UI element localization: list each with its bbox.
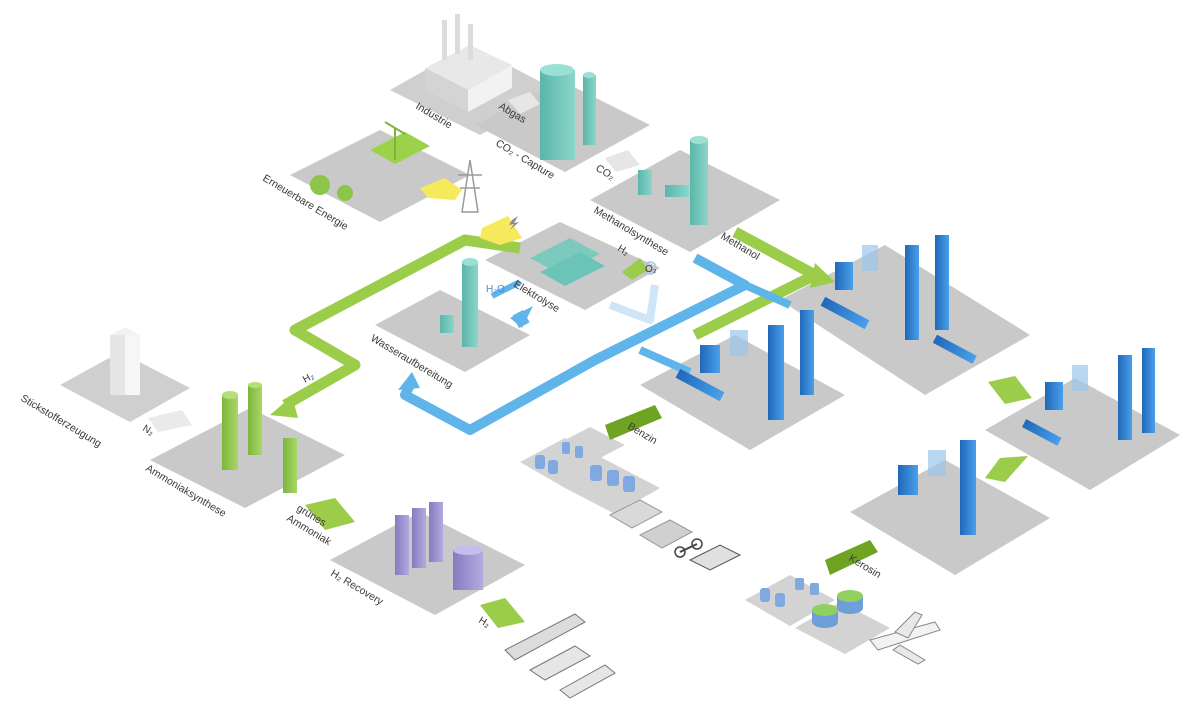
truck-icon (529, 645, 591, 681)
flow-methanol (692, 227, 835, 340)
flow-benzin-out (605, 405, 662, 440)
lightning-icon (509, 216, 519, 230)
refinery-unit-4-icon (898, 440, 976, 535)
flow-h2-out (480, 598, 525, 628)
ammonia-synthesis-equipment-icon (222, 382, 297, 493)
nitrogen-unit-icon (110, 327, 140, 395)
kerosin-storage-tanks-icon (760, 578, 863, 628)
label-o2: O₂ (645, 264, 657, 275)
flow-n2-arrow (148, 410, 192, 432)
factory-icon (425, 14, 512, 112)
car-icon (608, 499, 664, 529)
race-car-icon (688, 544, 742, 571)
platform-ammoniaksynthese (150, 408, 345, 508)
h2-recovery-equipment-icon (395, 502, 483, 590)
water-treatment-tower-icon (440, 258, 478, 347)
convertible-icon (638, 519, 694, 549)
label-h2-ammonia: H₂ (301, 371, 316, 386)
refinery-unit-2-icon (820, 235, 977, 364)
flow-ammonia-out (305, 498, 355, 530)
renewable-energy-icon (310, 121, 430, 201)
platform-benzin-storage (520, 427, 660, 514)
methanolsynthese-equipment-icon (638, 136, 708, 225)
flow-abgas-arrow (508, 92, 540, 114)
motorcycle-icon (674, 538, 703, 558)
power-pylon-icon (458, 159, 482, 213)
benzin-storage-tanks-icon (535, 442, 635, 492)
platform-refinery-1 (640, 335, 845, 450)
label-h2-out: H₂ (476, 615, 491, 630)
flow-refinery-3-4 (985, 456, 1028, 482)
platform-refinery-3 (985, 378, 1180, 490)
platform-refinery-4 (850, 460, 1050, 575)
platform-methanolsynthese (590, 150, 780, 252)
co2-capture-tower-icon (540, 64, 596, 160)
platform-erneuerbare (290, 130, 470, 222)
label-h2o: H₂O (486, 284, 505, 295)
flow-water-loop (398, 253, 792, 435)
electrolyzer-icon (530, 238, 605, 286)
flow-h2-methanol (622, 258, 648, 280)
refinery-unit-3-icon (1021, 348, 1155, 446)
airplane-icon (869, 611, 941, 665)
label-h2-methanol: H₂ (615, 243, 630, 258)
flow-h2o (490, 279, 533, 328)
bus-icon (559, 664, 616, 699)
flow-co2-arrow (605, 150, 640, 172)
label-n2: N₂ (140, 423, 155, 438)
refinery-unit-1-icon (675, 310, 814, 420)
flow-refinery-2-3 (988, 376, 1032, 404)
flow-h2-to-ammonia (270, 234, 521, 418)
flow-kerosin-out (825, 540, 878, 575)
hydrogen-train-icon (504, 613, 586, 661)
platform-h2-recovery (330, 512, 525, 615)
